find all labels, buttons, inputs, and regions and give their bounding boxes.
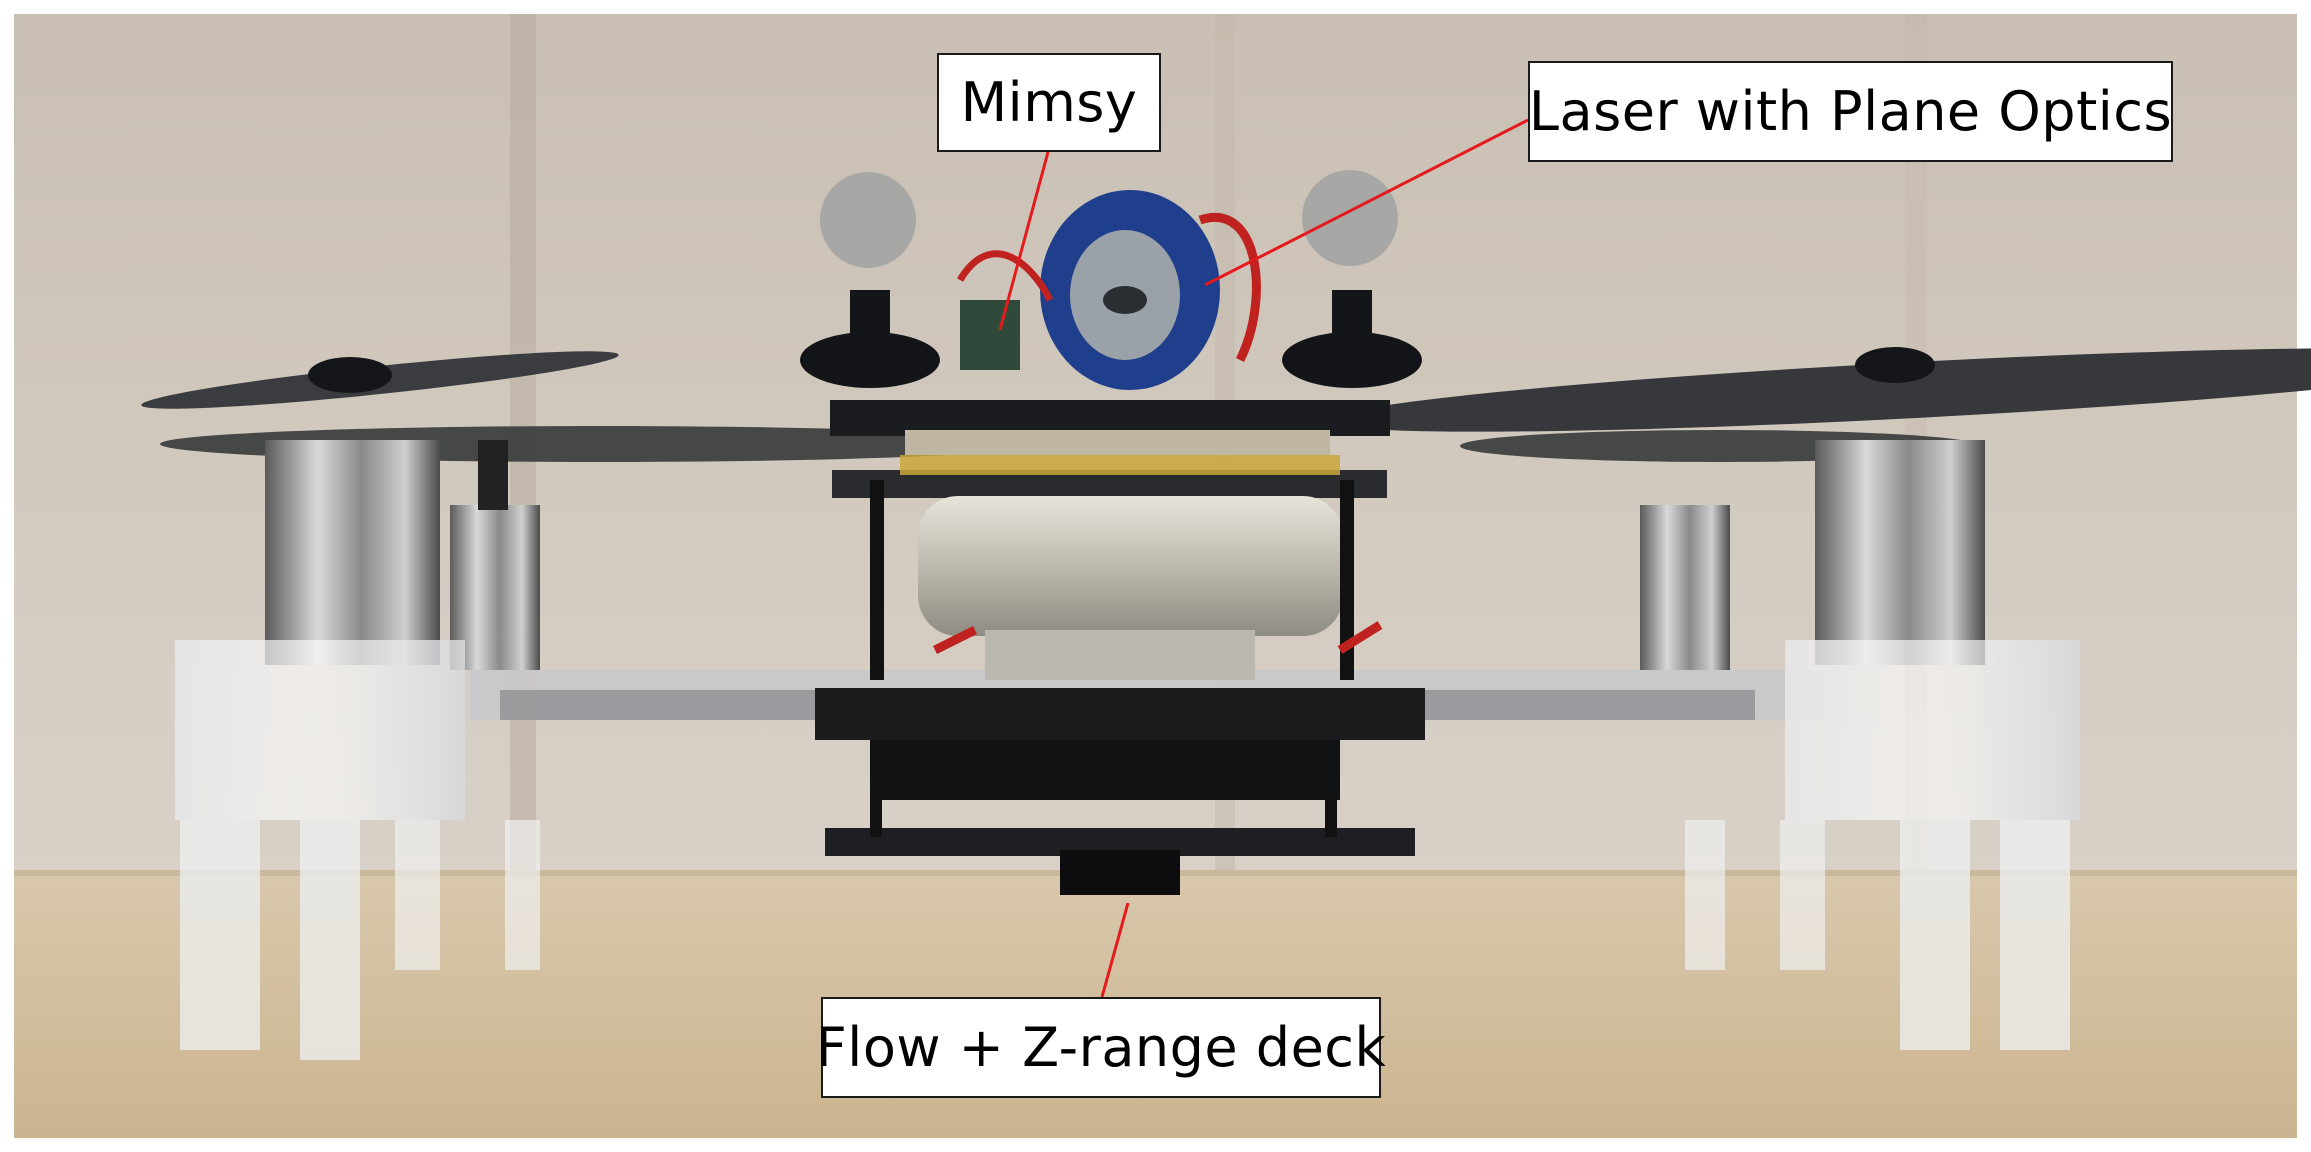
mimsy-label: Mimsy bbox=[937, 53, 1161, 152]
mimsy-leader-line bbox=[998, 151, 1050, 331]
laser-leader-line bbox=[1204, 118, 1529, 287]
laser-label: Laser with Plane Optics bbox=[1528, 61, 2173, 162]
deck-label: Flow + Z-range deck bbox=[816, 997, 1386, 1098]
deck-leader-line bbox=[1100, 902, 1130, 998]
